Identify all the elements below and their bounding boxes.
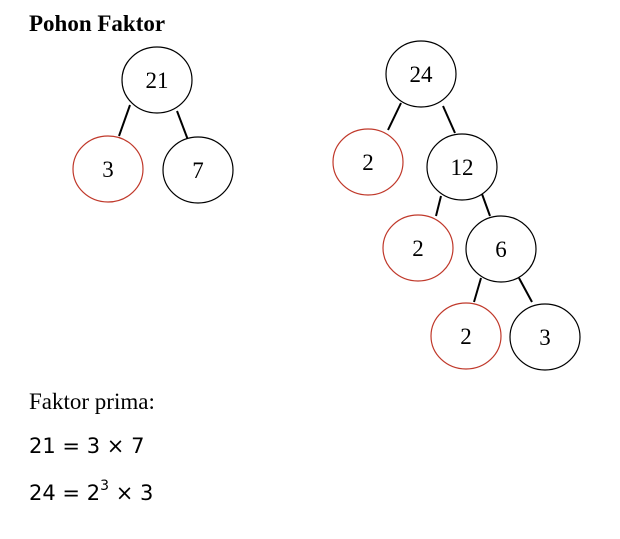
equation-24: 24 = 23 × 3 [29, 479, 153, 507]
eq1-factor-a: 3 [86, 434, 101, 458]
node-12-label: 12 [451, 155, 474, 180]
node-2-prime-level3: 2 [430, 302, 502, 370]
node-2c-label: 2 [460, 324, 472, 349]
node-6: 6 [465, 215, 537, 283]
eq2-factor-b: 3 [140, 481, 154, 505]
node-6-label: 6 [495, 237, 507, 262]
eq1-equals: = [62, 434, 81, 458]
factor-trees: 21 3 7 24 2 12 2 6 2 3 [72, 40, 581, 371]
node-7-prime: 7 [162, 136, 234, 204]
node-2b-label: 2 [412, 236, 424, 261]
edge-21-to-7 [176, 110, 189, 141]
edge-6-to-2 [473, 277, 482, 303]
eq2-lhs: 24 [29, 481, 56, 505]
eq2-times: × [115, 481, 134, 505]
node-24-label: 24 [410, 62, 434, 87]
edge-6-to-3 [518, 277, 533, 303]
edge-24-to-12 [442, 105, 456, 134]
node-2a-label: 2 [362, 150, 374, 175]
eq1-lhs: 21 [29, 434, 56, 458]
diagram-title: Pohon Faktor [29, 11, 166, 36]
eq2-exponent: 3 [100, 478, 110, 494]
node-24: 24 [385, 40, 457, 108]
edge-24-to-2 [387, 102, 402, 131]
node-3c-label: 3 [539, 325, 551, 350]
tree-21-edges [118, 104, 189, 141]
edge-12-to-2 [435, 195, 442, 217]
node-3-label: 3 [102, 157, 114, 182]
eq1-times: × [106, 434, 125, 458]
edge-12-to-6 [481, 193, 491, 217]
eq2-equals: = [62, 481, 81, 505]
node-12: 12 [426, 133, 498, 201]
prime-factors-label: Faktor prima: [29, 389, 155, 414]
edge-21-to-3 [118, 104, 131, 137]
node-3-prime-level3: 3 [509, 303, 581, 371]
node-2-prime-level1: 2 [332, 128, 404, 196]
tree-24-edges [387, 102, 533, 303]
eq1-factor-b: 7 [131, 434, 145, 458]
node-2-prime-level2: 2 [382, 214, 454, 282]
node-7-label: 7 [192, 158, 204, 183]
node-21: 21 [121, 46, 193, 114]
equation-21: 21 = 3 × 7 [29, 432, 144, 460]
node-21-label: 21 [146, 68, 169, 93]
node-3-prime: 3 [72, 135, 144, 203]
eq2-base: 23 [86, 478, 110, 505]
